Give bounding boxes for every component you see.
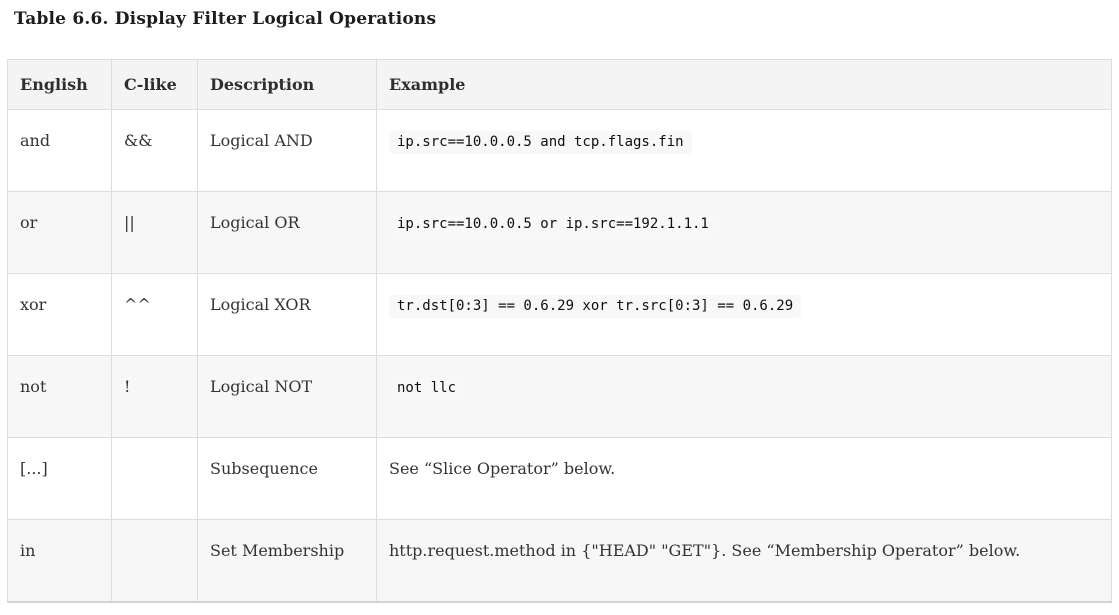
cell-description: Logical OR [197,191,377,274]
cell-example: not llc [376,355,1112,438]
header-cell-c-like: C-like [111,59,198,110]
filter-code: ip.src==10.0.0.5 and tcp.flags.fin [389,131,692,154]
table-row-not: not ! Logical NOT not llc [7,355,1112,438]
cell-description: Logical AND [197,109,377,192]
cell-c-like: && [111,109,198,192]
table-row-xor: xor ^^ Logical XOR tr.dst[0:3] == 0.6.29… [7,273,1112,356]
cell-c-like: || [111,191,198,274]
cell-description: Set Membership [197,519,377,602]
cell-example: ip.src==10.0.0.5 and tcp.flags.fin [376,109,1112,192]
table-title: Table 6.6. Display Filter Logical Operat… [14,9,437,29]
table-row-in: in Set Membership http.request.method in… [7,519,1112,602]
cell-example: ip.src==10.0.0.5 or ip.src==192.1.1.1 [376,191,1112,274]
header-cell-english: English [7,59,112,110]
cell-english: not [7,355,112,438]
cell-english: in [7,519,112,602]
header-cell-description: Description [197,59,377,110]
cell-english: [...] [7,437,112,520]
cell-c-like [111,437,198,520]
cell-example: tr.dst[0:3] == 0.6.29 xor tr.src[0:3] ==… [376,273,1112,356]
filter-code: ip.src==10.0.0.5 or ip.src==192.1.1.1 [389,213,717,236]
header-cell-example: Example [376,59,1112,110]
cell-example: See “Slice Operator” below. [376,437,1112,520]
table-row-or: or || Logical OR ip.src==10.0.0.5 or ip.… [7,191,1112,274]
cell-description: Logical XOR [197,273,377,356]
cell-english: or [7,191,112,274]
example-text: http.request.method in {"HEAD" "GET"}. S… [389,541,1021,560]
logical-operations-table: English C-like Description Example and &… [7,59,1112,603]
filter-code: not llc [389,377,465,400]
cell-description: Logical NOT [197,355,377,438]
filter-code: tr.dst[0:3] == 0.6.29 xor tr.src[0:3] ==… [389,295,802,318]
cell-example: http.request.method in {"HEAD" "GET"}. S… [376,519,1112,602]
cell-c-like: ^^ [111,273,198,356]
table-row-and: and && Logical AND ip.src==10.0.0.5 and … [7,109,1112,192]
header-row: English C-like Description Example [7,59,1112,110]
cell-c-like [111,519,198,602]
cell-description: Subsequence [197,437,377,520]
cell-c-like: ! [111,355,198,438]
cell-english: xor [7,273,112,356]
table-row-subsequence: [...] Subsequence See “Slice Operator” b… [7,437,1112,520]
cell-english: and [7,109,112,192]
example-text: See “Slice Operator” below. [389,459,616,478]
